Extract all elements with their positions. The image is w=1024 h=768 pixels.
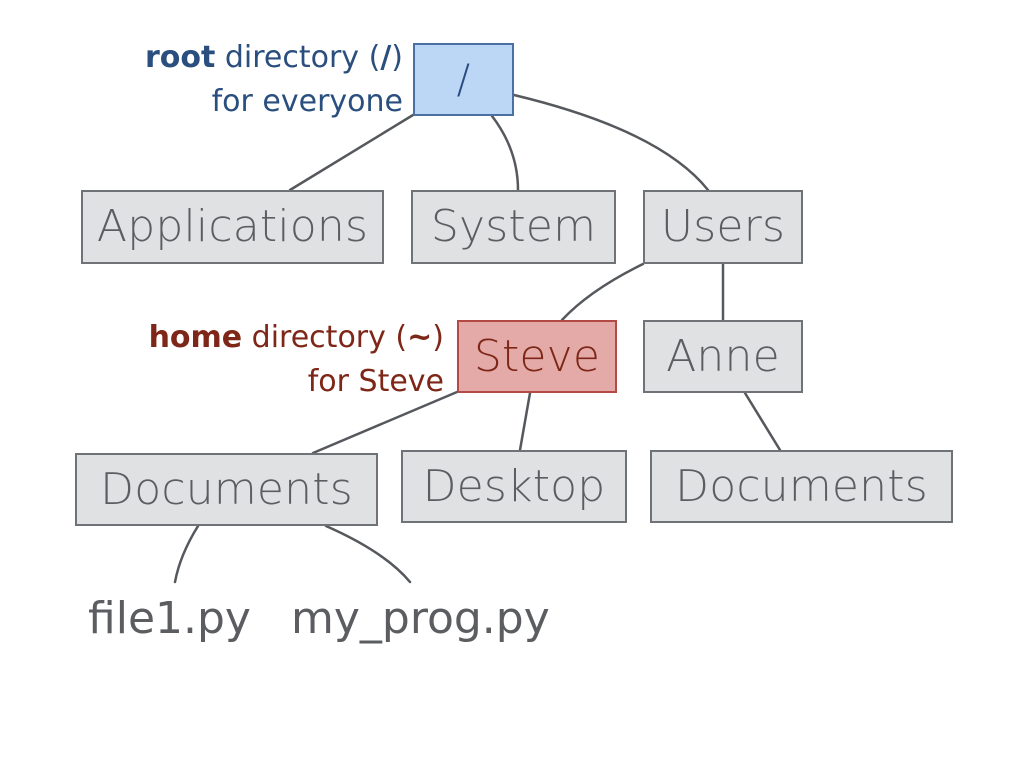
node-steve-documents: Documents	[75, 453, 378, 526]
node-anne-documents: Documents	[650, 450, 953, 523]
node-users: Users	[643, 190, 803, 264]
root-annotation-line1: root directory (/)	[144, 40, 403, 75]
edge-anne-documents	[743, 391, 782, 452]
root-annotation-line2: for everyone	[211, 84, 403, 119]
edge-root-applications	[288, 113, 415, 192]
node-steve-desktop: Desktop	[401, 450, 627, 523]
edge-documents-myprog	[324, 524, 412, 584]
edge-documents-file1	[173, 524, 200, 584]
root-annotation: root directory (/) for everyone	[100, 36, 403, 124]
edge-users-steve	[560, 262, 645, 322]
file-my-prog: my_prog.py	[291, 593, 550, 644]
file-file1: file1.py	[88, 593, 251, 644]
node-applications: Applications	[81, 190, 384, 264]
edge-steve-documents	[311, 390, 459, 455]
node-anne: Anne	[643, 320, 803, 393]
node-steve: Steve	[457, 320, 617, 393]
edge-root-users	[512, 93, 710, 192]
edge-root-system	[490, 114, 520, 192]
node-system: System	[411, 190, 616, 264]
node-root: /	[413, 43, 514, 116]
home-annotation-line1: home directory (~)	[148, 320, 444, 355]
edge-steve-desktop	[518, 391, 532, 452]
home-annotation: home directory (~) for Steve	[100, 316, 444, 404]
home-annotation-line2: for Steve	[307, 364, 444, 399]
